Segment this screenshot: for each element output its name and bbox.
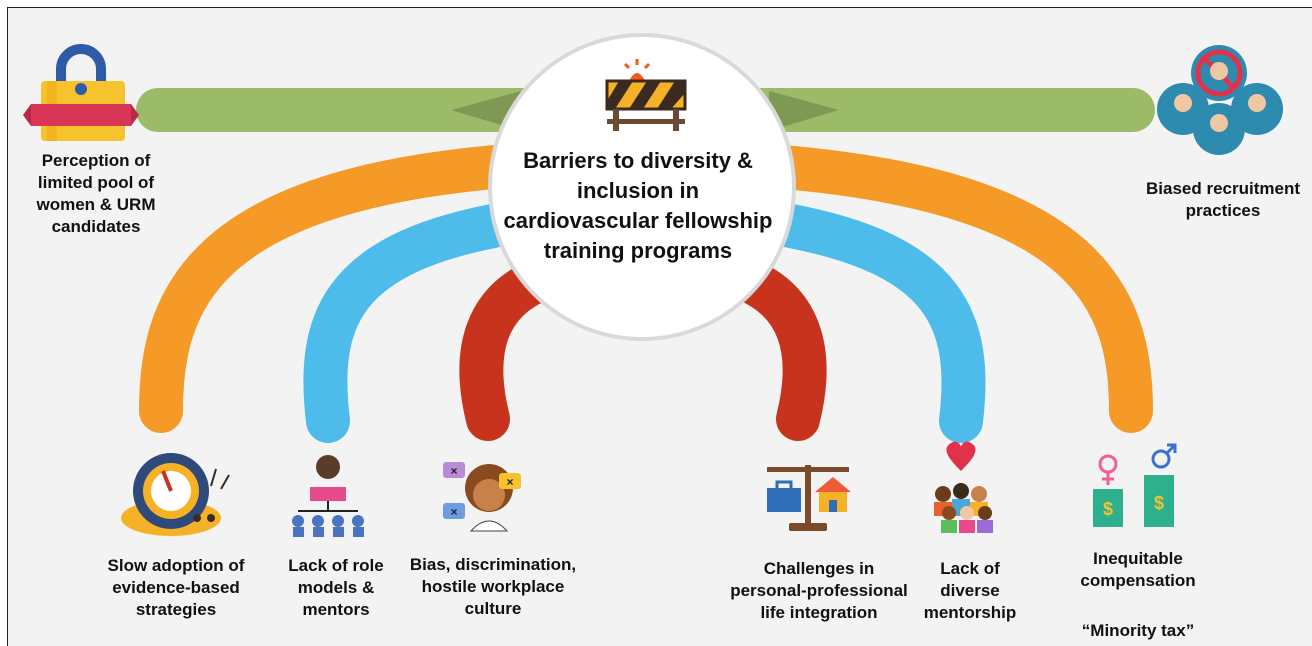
shadow-band: [769, 91, 839, 131]
orange-arc-left: [139, 144, 528, 433]
org-chart-mentor-icon: [292, 455, 364, 537]
diverse-group-heart-icon: [934, 441, 993, 533]
orange-arc-right: [749, 144, 1153, 433]
label-bias: Bias, discrimination, hostile workplace …: [409, 555, 577, 618]
label-slow-adoption: Slow adoption of evidence-based strategi…: [107, 556, 245, 619]
lock-limited-icon: [23, 44, 139, 141]
svg-text:×: ×: [450, 464, 457, 478]
scale-balance-icon: [767, 465, 851, 531]
red-arc-right: [723, 257, 827, 441]
people-recruitment-icon: [1157, 45, 1283, 155]
blue-arc-left: [303, 204, 515, 443]
svg-text:$: $: [1154, 493, 1164, 513]
label-role-models: Lack of role models & mentors: [288, 556, 384, 619]
label-minority-tax: “Minority tax”: [1081, 621, 1195, 640]
svg-text:$: $: [1103, 499, 1113, 519]
center-title: Barriers to diversity & inclusion in car…: [503, 148, 773, 263]
label-limited-pool: Perception of limited pool of women & UR…: [36, 151, 156, 236]
red-arc-left: [459, 257, 563, 441]
svg-text:×: ×: [506, 475, 513, 489]
center-circle: [488, 33, 796, 341]
blue-arc-right: [769, 204, 986, 443]
label-life-integration: Challenges in personal-professional life…: [730, 559, 908, 622]
arc-diagram: × × ×: [23, 33, 1283, 537]
diagram-frame: × × ×: [7, 7, 1312, 646]
roadblock-icon: [605, 59, 687, 131]
label-inequitable-compensation: Inequitable compensation: [1080, 549, 1196, 590]
label-biased-recruitment: Biased recruitment practices: [1146, 179, 1300, 220]
snail-speedometer-icon: [121, 453, 230, 536]
discrimination-person-icon: × × ×: [443, 462, 521, 532]
svg-text:×: ×: [450, 505, 457, 519]
gender-pay-icon: $ $: [1093, 443, 1177, 527]
label-diverse-mentorship: Lack of diverse mentorship: [923, 559, 1017, 622]
